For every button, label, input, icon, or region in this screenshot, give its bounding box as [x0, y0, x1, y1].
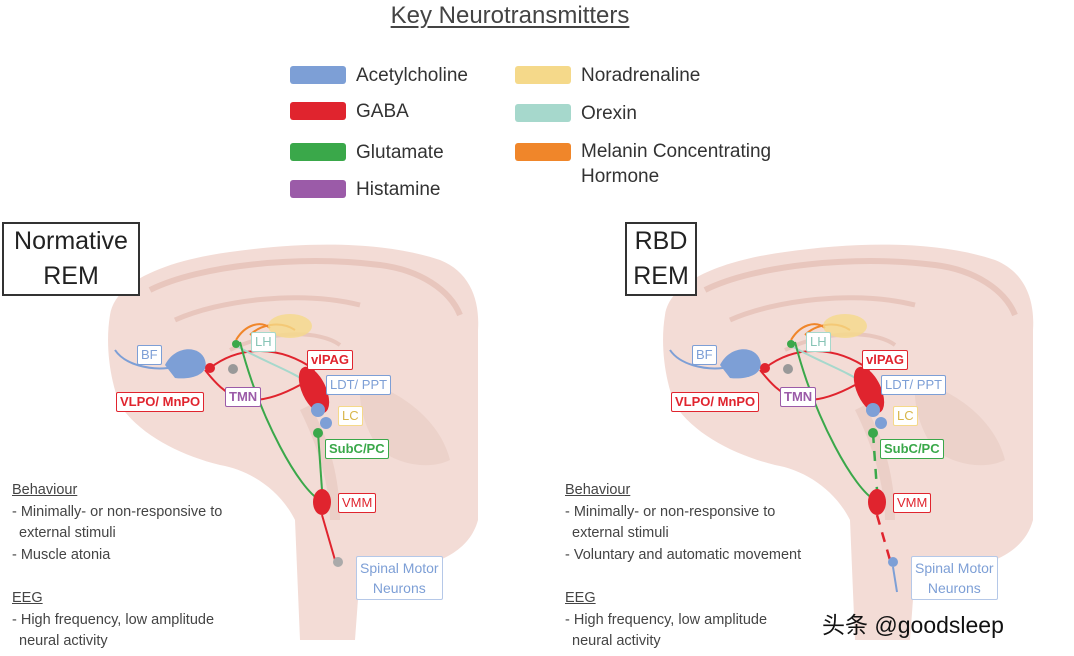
spinal-line-2: Neurons — [372, 580, 426, 596]
eeg-heading: EEG — [565, 590, 596, 606]
panel-normative: Normative REM BF LH vlPAG LDT/ PPT LC VL… — [0, 220, 490, 656]
badge-line-1: Normative — [14, 227, 128, 255]
label-ldt-ppt: LDT/ PPT — [881, 375, 947, 395]
label-spinal-motor: Spinal Motor Neurons — [911, 556, 998, 600]
behaviour-line: - Muscle atonia — [12, 546, 111, 563]
legend-label: Histamine — [356, 179, 441, 200]
legend-label: Orexin — [581, 103, 637, 124]
legend-gaba: GABA — [290, 101, 409, 123]
legend-label: GABA — [356, 101, 409, 122]
label-vlpo: VLPO/ MnPO — [116, 392, 205, 412]
eeg-line: - High frequency, low amplitude — [565, 611, 768, 628]
label-lc: LC — [893, 406, 918, 426]
behaviour-line: external stimuli — [19, 525, 116, 541]
eeg-line: neural activity — [19, 633, 108, 649]
label-subc-pc: SubC/PC — [880, 439, 944, 459]
label-vlpag: vlPAG — [862, 350, 909, 370]
label-vmm: VMM — [893, 493, 932, 513]
legend-swatch — [515, 104, 571, 122]
behaviour-line: - Voluntary and automatic movement — [565, 546, 802, 563]
eeg-line: neural activity — [572, 633, 661, 649]
label-lh: LH — [806, 332, 831, 352]
label-vlpo: VLPO/ MnPO — [671, 392, 760, 412]
diagram-title: Key Neurotransmitters — [390, 2, 630, 29]
behaviour-line: - Minimally- or non-responsive to — [565, 503, 776, 520]
legend-label: Acetylcholine — [356, 65, 468, 86]
label-subc-pc: SubC/PC — [325, 439, 389, 459]
label-ldt-ppt: LDT/ PPT — [326, 375, 392, 395]
label-tmn: TMN — [780, 387, 817, 407]
label-vlpag: vlPAG — [307, 350, 354, 370]
legend-glutamate: Glutamate — [290, 142, 444, 164]
legend-label: Noradrenaline — [581, 65, 701, 86]
legend-swatch — [290, 102, 346, 120]
behaviour-heading: Behaviour — [12, 482, 78, 498]
panel-badge: RBD REM — [625, 222, 697, 296]
badge-line-2: REM — [633, 262, 689, 290]
legend-label: Melanin Concentrating Hormone — [581, 141, 772, 187]
label-tmn: TMN — [225, 387, 262, 407]
legend-swatch — [515, 66, 571, 84]
legend-swatch — [290, 143, 346, 161]
watermark: 头条 @goodsleep — [822, 612, 1004, 638]
eeg-heading: EEG — [12, 590, 43, 606]
label-spinal-motor: Spinal Motor Neurons — [356, 556, 443, 600]
legend-noradrenaline: Noradrenaline — [515, 65, 700, 87]
badge-line-1: RBD — [634, 227, 688, 255]
spinal-line-1: Spinal Motor — [360, 560, 439, 576]
behaviour-heading: Behaviour — [565, 482, 631, 498]
legend-swatch — [290, 180, 346, 198]
eeg-line: - High frequency, low amplitude — [12, 611, 215, 628]
badge-line-2: REM — [43, 262, 99, 290]
legend-label: Glutamate — [356, 142, 444, 163]
legend-mch: Melanin Concentrating Hormone — [515, 141, 791, 189]
behaviour-line: - Minimally- or non-responsive to — [12, 503, 223, 520]
label-lc: LC — [338, 406, 363, 426]
legend-acetylcholine: Acetylcholine — [290, 65, 468, 87]
legend-swatch — [515, 143, 571, 161]
legend-histamine: Histamine — [290, 179, 440, 201]
behaviour-notes: Behaviour - Minimally- or non-responsive… — [565, 480, 801, 653]
spinal-line-1: Spinal Motor — [915, 560, 994, 576]
panel-badge: Normative REM — [2, 222, 140, 296]
legend-orexin: Orexin — [515, 103, 637, 125]
label-lh: LH — [251, 332, 276, 352]
legend-swatch — [290, 66, 346, 84]
label-vmm: VMM — [338, 493, 377, 513]
behaviour-notes: Behaviour - Minimally- or non-responsive… — [12, 480, 222, 653]
behaviour-line: external stimuli — [572, 525, 669, 541]
spinal-line-2: Neurons — [927, 580, 981, 596]
label-bf: BF — [692, 345, 717, 365]
panel-rbd: RBD REM BF LH vlPAG LDT/ PPT LC VLPO/ Mn… — [555, 220, 1045, 656]
label-bf: BF — [137, 345, 162, 365]
